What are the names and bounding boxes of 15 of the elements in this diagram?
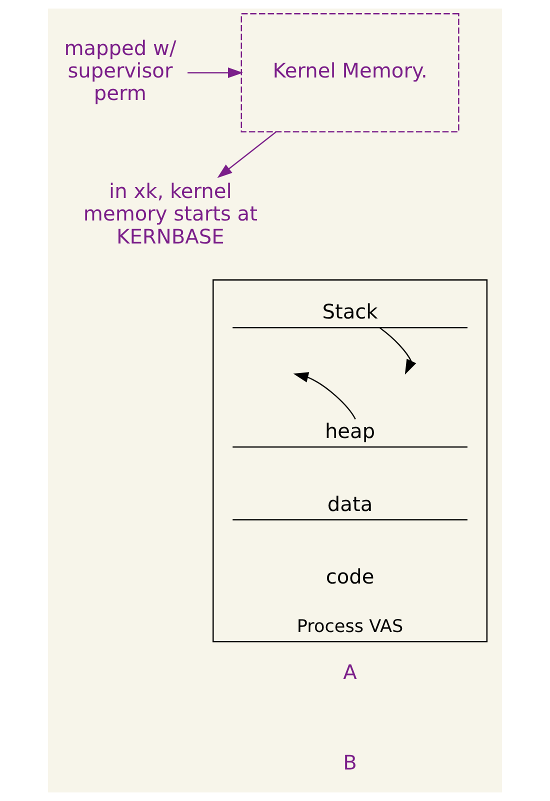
node-text: mapped w/ supervisor perm	[64, 36, 176, 106]
arrow	[188, 67, 244, 78]
label: A	[343, 660, 357, 684]
node-label: Process VAS	[296, 616, 404, 637]
node-text: code	[326, 564, 374, 589]
label: B	[343, 750, 357, 774]
arrow	[380, 327, 416, 375]
node-text: Stack	[322, 300, 378, 324]
node-text: heap	[324, 418, 376, 443]
arrow	[217, 132, 276, 178]
cluster	[212, 279, 488, 642]
node-text: data	[327, 492, 373, 516]
arrow	[293, 372, 356, 420]
node-text: in xk, kernel memory starts at KERNBASE	[83, 179, 258, 248]
node-box: Kernel Memory.	[240, 13, 460, 132]
